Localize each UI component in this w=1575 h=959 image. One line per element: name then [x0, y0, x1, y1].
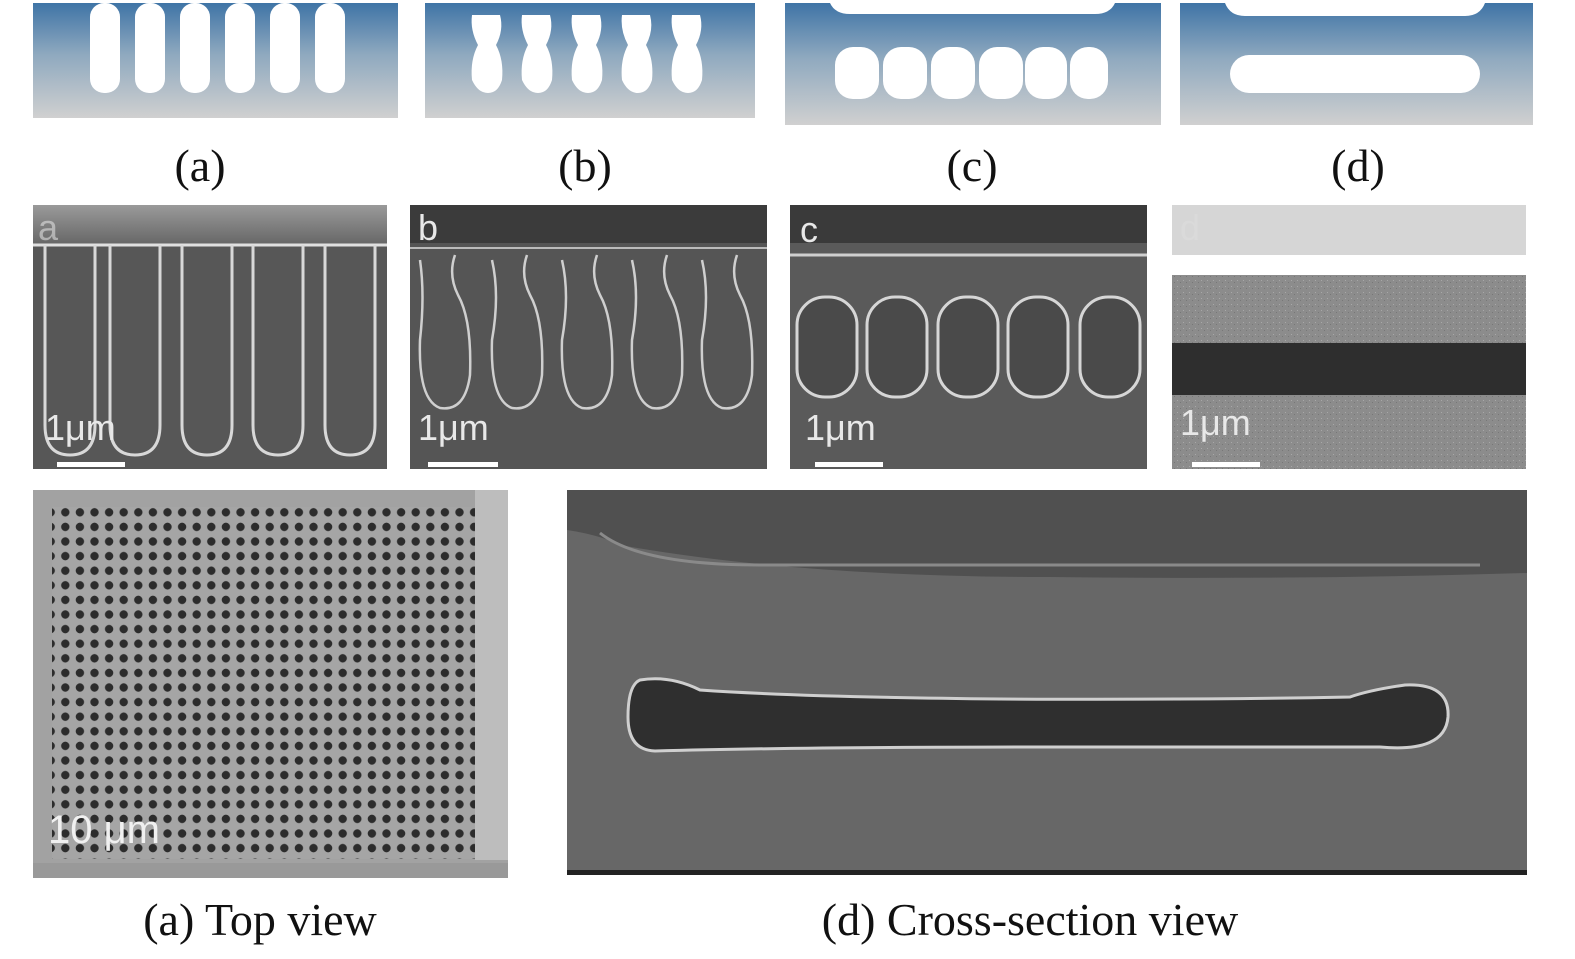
cross-section-cavity [567, 490, 1527, 875]
sem-b-necked [410, 205, 767, 469]
bottom-row [33, 490, 1527, 878]
sem-a-letter: a [38, 207, 59, 248]
top-view-scale-label: 10 μm [48, 808, 160, 852]
sem-a-trenches [33, 205, 387, 469]
caption-b: (b) [558, 140, 612, 191]
sem-b-scale-label: 1μm [418, 407, 489, 448]
schematic-b-necked [425, 3, 755, 118]
schematic-d-cavity [1180, 3, 1533, 125]
sem-d-letter: d [1180, 207, 1201, 248]
sem-b-letter: b [418, 207, 439, 248]
caption-a: (a) [174, 140, 226, 191]
sem-d-cavity [1172, 205, 1526, 469]
top-view-hole-array [33, 490, 508, 878]
schematic-row [33, 3, 1533, 125]
caption-cross-section-view: (d) Cross-section view [821, 894, 1239, 945]
schematic-c-voids [785, 3, 1161, 125]
sem-row [33, 205, 1526, 469]
sem-c-letter: c [800, 209, 818, 250]
caption-d: (d) [1331, 140, 1385, 191]
sem-a-scale-label: 1μm [45, 407, 116, 448]
schematic-a-trenches [33, 3, 398, 118]
sem-c-scale-label: 1μm [805, 407, 876, 448]
caption-c: (c) [946, 140, 998, 191]
caption-top-view: (a) Top view [143, 894, 377, 945]
sem-d-scale-label: 1μm [1180, 402, 1251, 443]
sem-c-voids [790, 205, 1147, 469]
